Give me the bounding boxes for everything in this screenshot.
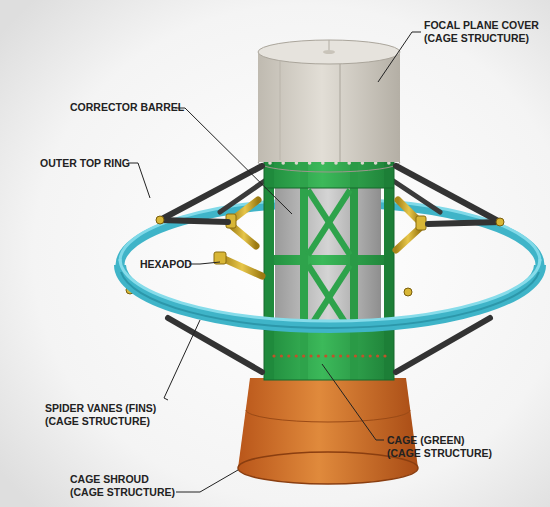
cage-hole — [324, 354, 327, 357]
cage-hole — [317, 354, 320, 357]
cage-hole — [272, 354, 275, 357]
cage-hole — [309, 354, 312, 357]
hexapod-label: HEXAPOD — [140, 258, 220, 271]
cage-hole — [332, 354, 335, 357]
outer-top-ring-label: OUTER TOP RING — [40, 157, 150, 170]
cage-hole — [302, 354, 305, 357]
cage-hole — [346, 354, 349, 357]
cage-hole — [361, 354, 364, 357]
cage-frame — [264, 158, 394, 380]
cage-hole — [376, 354, 379, 357]
cage-hole — [295, 354, 298, 357]
corrector-barrel-label: CORRECTOR BARREL — [70, 101, 200, 114]
cage-hole — [354, 354, 357, 357]
focal-plane-cover-label: FOCAL PLANE COVER (CAGE STRUCTURE) — [424, 19, 544, 45]
cage-label: CAGE (GREEN) (CAGE STRUCTURE) — [387, 434, 496, 460]
cage-hole — [280, 354, 283, 357]
cage-hole — [287, 354, 290, 357]
spider-vanes-label: SPIDER VANES (FINS) (CAGE STRUCTURE) — [45, 402, 165, 428]
cage-hole — [369, 354, 372, 357]
cage-hole — [339, 354, 342, 357]
cage-hole — [383, 354, 386, 357]
cage-shroud-label: CAGE SHROUD (CAGE STRUCTURE) — [70, 473, 179, 499]
